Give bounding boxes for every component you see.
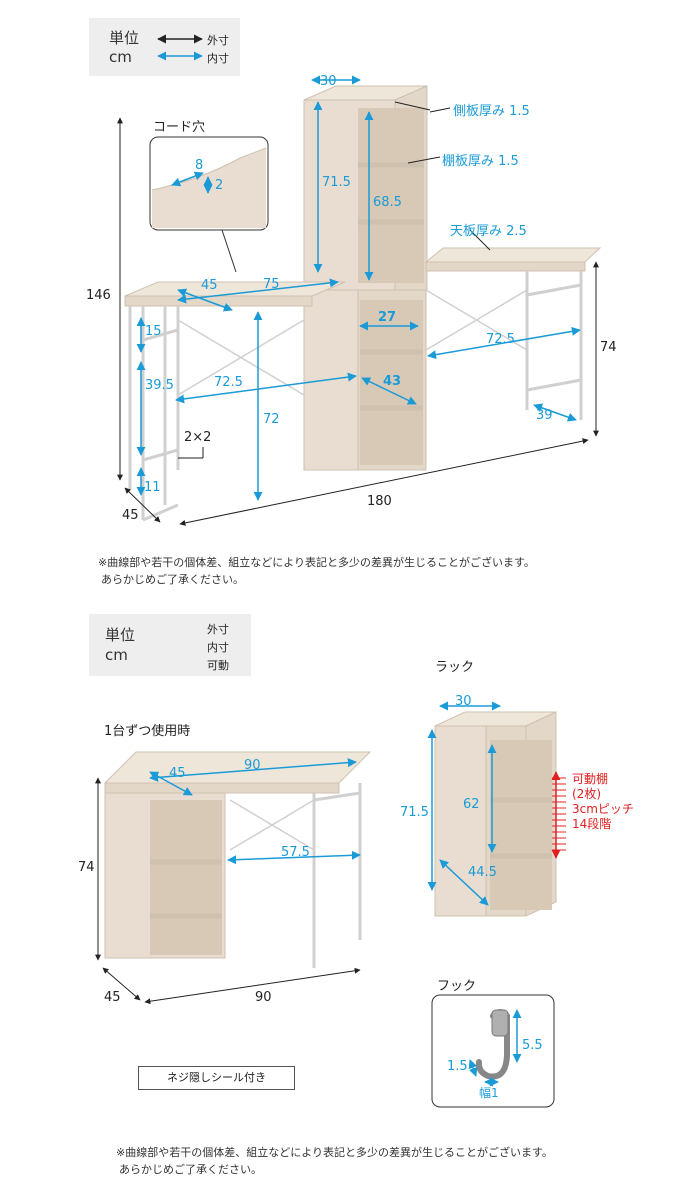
dim-hook-depth: 1.5 [447, 1059, 468, 1074]
legend-movable-label: 可動 [207, 659, 229, 672]
dim-depth: 45 [122, 508, 139, 523]
hook-title: フック [437, 979, 477, 994]
movable-line: 14段階 [572, 817, 612, 831]
dim-desk-depth-inner: 45 [201, 278, 218, 293]
movable-line: 3cmピッチ [572, 802, 634, 816]
rack-title: ラック [435, 660, 475, 675]
dim-rack-width: 30 [320, 74, 337, 89]
single-use-title: 1台ずつ使用時 [104, 724, 191, 739]
disclaimer-line: ※曲線部や若干の個体差、組立などにより表記と多少の差異が生じることがございます。 [116, 1146, 553, 1159]
dim-cord-depth: 2 [215, 178, 224, 193]
dim-right-height: 74 [600, 340, 617, 355]
dim-total-width: 180 [367, 494, 392, 509]
dim-left-span: 72.5 [214, 375, 243, 390]
dim-foot: 11 [144, 480, 161, 495]
movable-shelf-note: 可動棚 (2枚) 3cmピッチ 14段階 [572, 772, 634, 832]
dim-right-depth: 39 [536, 408, 553, 423]
legend-outer-label: 外寸 [207, 623, 229, 636]
movable-line: (2枚) [572, 787, 601, 801]
dim-rack-detail-width: 30 [455, 694, 472, 709]
screw-cover-seal-label: ネジ隠しシール付き [138, 1066, 295, 1090]
dim-single-width-top: 90 [244, 758, 261, 773]
disclaimer-line: ※曲線部や若干の個体差、組立などにより表記と多少の差異が生じることがございます。 [98, 556, 535, 569]
legend-bottom: 単位 cm 外寸 内寸 可動 [89, 614, 251, 676]
dim-total-height: 146 [86, 288, 111, 303]
legend-inner-label: 内寸 [207, 641, 229, 654]
dim-cube-width: 27 [378, 310, 397, 325]
dim-left-39-5: 39.5 [145, 378, 174, 393]
disclaimer-note-2: ※曲線部や若干の個体差、組立などにより表記と多少の差異が生じることがございます。… [116, 1144, 553, 1178]
dim-single-depth: 45 [104, 990, 121, 1005]
disclaimer-note-1: ※曲線部や若干の個体差、組立などにより表記と多少の差異が生じることがございます。… [98, 554, 535, 588]
dim-single-inner-depth: 45 [169, 766, 186, 781]
dim-rack-detail-inner-depth: 44.5 [468, 865, 497, 880]
dim-cube-diagonal: 43 [383, 374, 402, 389]
legend-top: 単位 cm 外寸 内寸 [89, 18, 240, 76]
dim-single-span: 57.5 [281, 845, 310, 860]
dim-left-15: 15 [145, 324, 162, 339]
dim-frame: 2×2 [184, 430, 212, 445]
legend-unit-label: 単位 [105, 626, 136, 644]
dim-desk-width-inner: 75 [263, 277, 280, 292]
legend-inner-label: 内寸 [207, 52, 229, 65]
dim-rack-inner-height: 68.5 [373, 195, 402, 210]
legend-unit-cm: cm [105, 646, 128, 664]
legend-outer-label: 外寸 [207, 34, 229, 47]
dim-right-span: 72.5 [486, 332, 515, 347]
disclaimer-line: あらかじめご了承ください。 [101, 573, 244, 586]
dim-rack-detail-height: 71.5 [400, 805, 429, 820]
dim-hook-height: 5.5 [522, 1038, 543, 1053]
dim-under-height: 72 [263, 412, 280, 427]
dim-side-thickness: 側板厚み 1.5 [453, 104, 530, 119]
movable-line: 可動棚 [572, 772, 609, 786]
dim-hook-width: 幅1 [479, 1086, 499, 1100]
disclaimer-line: あらかじめご了承ください。 [119, 1163, 262, 1176]
dim-cord-width: 8 [195, 158, 204, 173]
dim-single-width: 90 [255, 990, 272, 1005]
dim-rack-height: 71.5 [322, 175, 351, 190]
dim-rack-detail-inner-height: 62 [463, 797, 480, 812]
cord-hole-title: コード穴 [153, 120, 206, 135]
legend-unit-cm: cm [109, 48, 132, 66]
dim-top-thickness: 天板厚み 2.5 [450, 224, 527, 239]
legend-unit-label: 単位 [109, 29, 140, 47]
dim-single-height: 74 [78, 860, 95, 875]
dim-shelf-thickness: 棚板厚み 1.5 [442, 154, 519, 169]
